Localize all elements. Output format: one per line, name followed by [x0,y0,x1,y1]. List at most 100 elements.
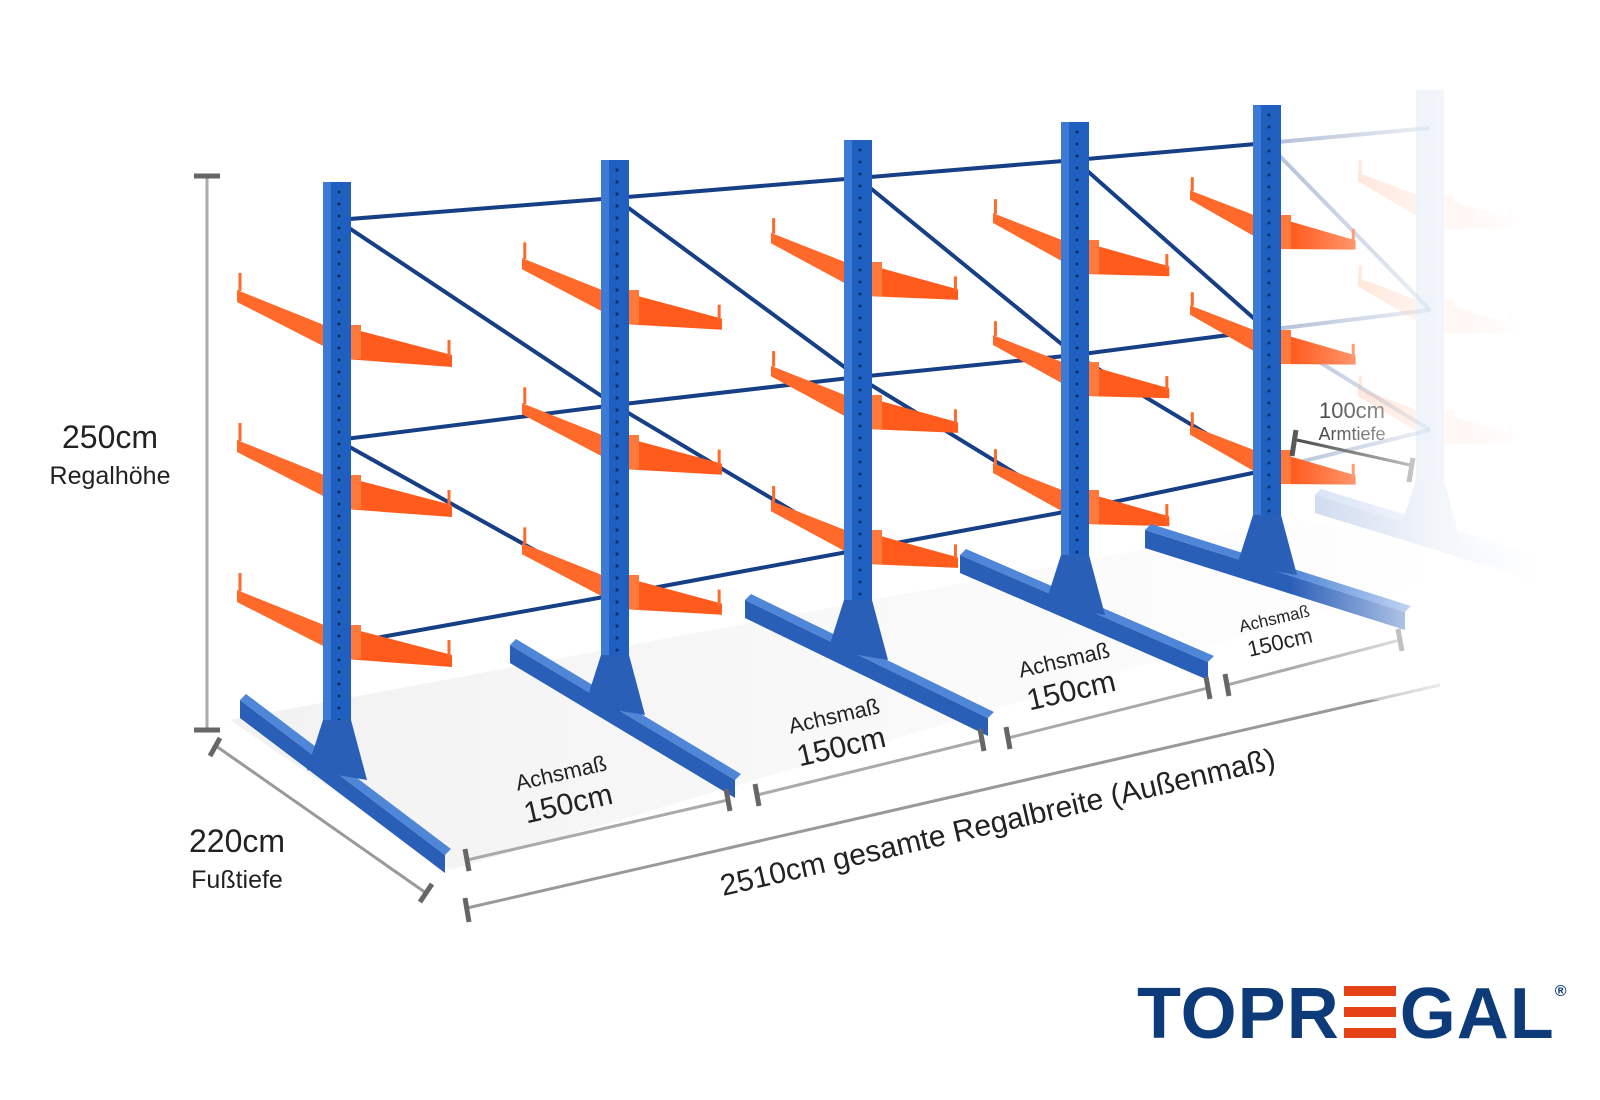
upright-hole [858,208,862,212]
arm-back [522,403,607,459]
upright-hole [337,262,341,266]
upright-hole [1267,281,1271,285]
arm-back [993,463,1067,514]
upright-hole [1267,209,1271,213]
upright-hole [1430,290,1434,294]
upright-hole [1430,350,1434,354]
upright-hole [1430,470,1434,474]
bay-dimension-tick [1003,726,1013,750]
arm-back [771,232,850,286]
horizontal-brace [1266,126,1431,145]
upright-hole [1267,125,1271,129]
arm-back [1358,172,1422,219]
upright-hole [1267,413,1271,417]
upright-hole [1430,374,1434,378]
upright-hole [615,276,619,280]
upright-hole [858,340,862,344]
upright-hole [1430,326,1434,330]
bay-dimension-line [756,738,983,797]
upright-hole [858,292,862,296]
upright-hole [615,588,619,592]
upright-hole [1430,146,1434,150]
horizontal-brace [614,375,859,407]
arm-front [866,264,959,300]
upright-hole [1075,490,1079,494]
upright-hole [858,520,862,524]
upright-hole [337,538,341,542]
upright-hole [1075,502,1079,506]
upright-hole [1075,334,1079,338]
upright-hole [1430,422,1434,426]
upright-hole [337,226,341,230]
upright-hole [615,624,619,628]
upright-hole [1430,206,1434,210]
upright-hole [615,204,619,208]
base-foot [745,600,988,736]
arm-front [866,397,959,433]
upright-hole [337,394,341,398]
upright-hole [1075,154,1079,158]
upright-hole [615,288,619,292]
upright-hole [858,220,862,224]
upright-hole [1267,185,1271,189]
depth-dimension [207,736,435,904]
arm-front [623,292,722,330]
upright-hole [1430,302,1434,306]
upright-3 [745,140,994,736]
horizontal-brace [614,176,859,200]
upright-hole [615,372,619,376]
upright-hole [337,682,341,686]
upright-hole [858,280,862,284]
horizontal-brace [1074,141,1268,162]
upright-hole [615,480,619,484]
upright-hole [1430,134,1434,138]
upright-hole [615,300,619,304]
upright-hole [1075,454,1079,458]
upright-hole [1075,322,1079,326]
arm-back [771,365,850,419]
upright-4 [960,122,1214,680]
upright-hole [1075,358,1079,362]
height-dimension [194,173,220,733]
bay-dimension-tick [1222,673,1232,697]
upright-hole [1430,446,1434,450]
upright-hole [337,334,341,338]
upright-hole [858,460,862,464]
upright-hole [1075,142,1079,146]
upright-hole [1267,137,1271,141]
upright-hole [337,670,341,674]
upright-hole [1075,406,1079,410]
upright-hole [1075,346,1079,350]
upright-hole [337,622,341,626]
upright-hole [1267,317,1271,321]
upright-hole [1430,254,1434,258]
upright-hole [1267,113,1271,117]
upright-hole [858,148,862,152]
upright-hole [1267,449,1271,453]
upright-hole [1430,194,1434,198]
upright-hole [1430,230,1434,234]
arm-back [237,590,329,649]
upright-hole [1075,418,1079,422]
upright-hole [858,268,862,272]
upright-hole [1430,170,1434,174]
upright-highlight [1253,105,1261,565]
upright-hole [1267,257,1271,261]
upright-hole [1075,514,1079,518]
upright-hole [1267,233,1271,237]
upright-hole [615,564,619,568]
upright-hole [1075,430,1079,434]
horizontal-brace [336,593,616,647]
bay-dimension-tick [462,848,472,872]
bay-dimension-line [466,798,729,862]
bay-dimension-tick [723,788,733,812]
upright-hole [615,324,619,328]
arm-back [522,258,607,314]
upright-hole [858,448,862,452]
upright-hole [858,328,862,332]
upright-hole [858,160,862,164]
height-value: 250cm [62,419,158,455]
upright-hole [337,274,341,278]
upright-hole [615,360,619,364]
